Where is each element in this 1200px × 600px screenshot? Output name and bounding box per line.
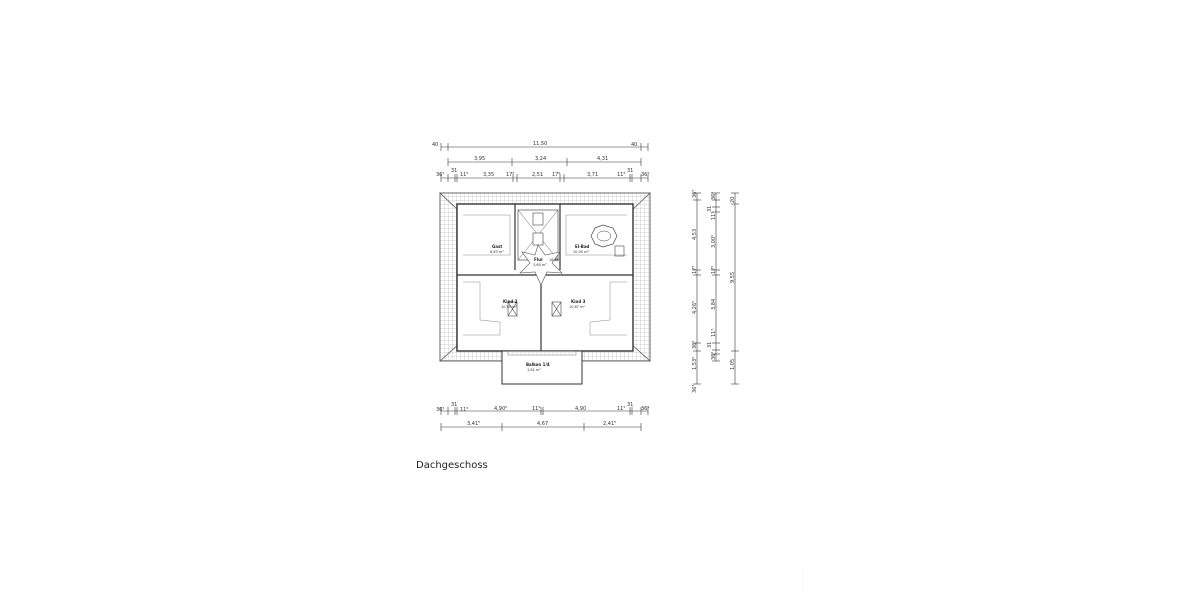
room-kind2-area: 10,69 m² (501, 305, 518, 309)
bottom-dimension-labels: 36⁵ 31 11⁵ 4,90⁵ 11⁵ 4,90 11⁵ 31 36⁵ 3,4… (436, 402, 649, 427)
dim-side2-h: 31 (707, 342, 713, 348)
room-flur-name: Flur (534, 257, 543, 262)
dim-top-2-b: 3,24 (535, 156, 546, 162)
dim-side1-g: 36⁵ (692, 385, 698, 393)
room-flur-extra: 16,65 (549, 258, 559, 262)
dim-top-3-j: 31 (627, 168, 633, 174)
room-gast-area: 8,83 m² (490, 250, 504, 254)
room-kind3-name: Kind 3 (571, 299, 586, 304)
flur-star-shape (519, 244, 563, 286)
dim-side1-c: 17⁵ (692, 266, 698, 274)
dim-top-3-h: 3,71 (587, 172, 598, 178)
dim-top-3-k: 36⁵ (641, 172, 649, 178)
room-flur-area: 3,60 m² (533, 263, 547, 267)
dim-side2-a: 36⁵ (711, 192, 717, 200)
dim-side1-b: 4,53 (692, 229, 698, 240)
room-bad-name: El-Bad (575, 244, 590, 249)
dim-bot-1-b: 31 (451, 402, 457, 408)
dim-side2-g: 11⁵ (711, 329, 717, 337)
dim-top-1-left: 40 (432, 142, 438, 148)
dim-top-1-total: 11,50 (533, 141, 547, 147)
dim-top-2-a: 3,95 (474, 156, 485, 162)
bottom-dimension-chains (440, 407, 649, 431)
balcony (501, 350, 583, 385)
dim-bot-1-d: 4,90⁵ (494, 406, 507, 412)
dim-bot-1-g: 11⁵ (617, 406, 625, 412)
dim-side2-d: 3,00⁵ (711, 235, 717, 248)
dim-top-3-d: 3,35 (483, 172, 494, 178)
sloped-ceiling-lines (463, 214, 627, 336)
dim-side1-d: 4,26⁵ (692, 301, 698, 314)
dim-bot-2-b: 4,67 (537, 421, 548, 427)
dim-bot-1-c: 11⁵ (460, 407, 468, 413)
dim-side2-i: 36⁵ (711, 352, 717, 360)
dim-side1-f: 1,53⁵ (692, 357, 698, 370)
dim-top-3-c: 11⁵ (460, 172, 468, 178)
dim-bot-1-e: 11⁵ (532, 406, 540, 412)
room-bad-area: 10,00 m² (573, 250, 590, 254)
dim-bot-1-h: 31 (627, 402, 633, 408)
dim-side1-a: 36⁵ (692, 190, 698, 198)
dim-top-3-i: 11⁵ (617, 172, 625, 178)
dim-top-2-c: 4,31 (597, 156, 608, 162)
dim-bot-2-c: 2,41⁵ (603, 421, 616, 427)
dim-side2-e: 17⁵ (711, 266, 717, 274)
room-balkon-area: 1,61 m² (527, 368, 541, 372)
dim-side3-b: 9,55 (730, 272, 736, 283)
drawing-caption: Dachgeschoss (416, 460, 488, 471)
dim-side2-b: 31 (707, 206, 713, 212)
dim-top-3-g: 17⁵ (552, 172, 560, 178)
dim-side1-e: 36⁵ (692, 341, 698, 349)
room-labels: Gast 8,83 m² El-Bad 10,00 m² Flur 3,60 m… (490, 244, 590, 372)
dim-top-3-e: 17⁵ (506, 172, 514, 178)
side-dimension-chains (693, 192, 739, 385)
dim-bot-1-a: 36⁵ (436, 407, 444, 413)
top-dimension-labels: 40 11,50 40 3,95 3,24 4,31 36⁵ 31 11⁵ 3,… (432, 141, 649, 178)
dim-bot-1-f: 4,90 (575, 406, 586, 412)
room-balkon-name: Balkon 1/4 (526, 362, 550, 367)
top-dimension-chains (440, 143, 649, 182)
dim-bot-1-i: 36⁵ (641, 406, 649, 412)
dim-side3-c: 1,05 (730, 359, 736, 370)
room-kind3-area: 10,67 m² (569, 305, 586, 309)
dim-top-3-a: 36⁵ (436, 172, 444, 178)
dim-side3-a: 20 (730, 197, 736, 203)
dim-bot-2-a: 3,41⁵ (467, 421, 480, 427)
dim-top-3-f: 2,51 (532, 172, 543, 178)
dim-top-1-right: 40 (631, 142, 637, 148)
dim-side2-f: 3,84 (711, 299, 717, 310)
room-kind2-name: Kind 2 (503, 299, 518, 304)
side-dimension-labels: 36⁵ 4,53 17⁵ 4,26⁵ 36⁵ 1,53⁵ 36⁵ 36⁵ 31 … (692, 190, 736, 393)
dim-top-3-b: 31 (451, 168, 457, 174)
roof-windows (507, 212, 562, 317)
dim-side2-c: 11⁵ (711, 212, 717, 220)
room-gast-name: Gast (492, 244, 502, 249)
bathtub (590, 224, 625, 257)
